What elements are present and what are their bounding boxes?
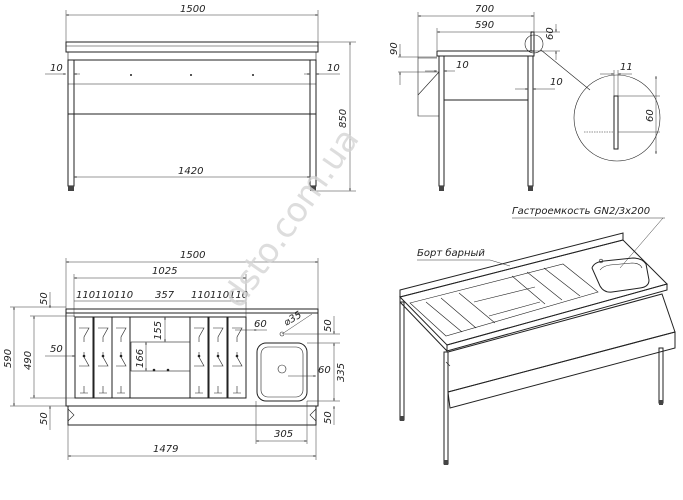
dim-side-rim: 60 bbox=[545, 27, 556, 40]
label-gastronorm: Гастроемкость GN2/3x200 bbox=[512, 206, 650, 217]
dim-top-width: 1500 bbox=[180, 250, 205, 261]
dim-sink-offset: 60 bbox=[254, 319, 267, 330]
detail-marker-circle bbox=[524, 34, 544, 54]
dim-detail-height: 60 bbox=[645, 109, 656, 122]
dim-top-depth: 590 bbox=[3, 349, 14, 368]
dim-slot-2: 110 bbox=[95, 290, 114, 301]
dim-detail-thickness: 11 bbox=[620, 62, 633, 73]
dim-side-lip: 90 bbox=[389, 42, 400, 55]
isometric-view: Гастроемкость GN2/3x200 Борт барный bbox=[399, 206, 676, 465]
dim-front-offset-left: 10 bbox=[50, 63, 63, 74]
dim-sink-width: 305 bbox=[274, 429, 293, 440]
drain-icon bbox=[277, 364, 287, 374]
dim-bottom-width: 1479 bbox=[153, 444, 178, 455]
detail-view: 11 60 bbox=[573, 62, 661, 162]
dim-sink-top-margin: 50 bbox=[323, 319, 334, 332]
dim-side-offset-right: 10 bbox=[550, 77, 563, 88]
top-view: 1500 1025 110 110 110 357 110 110 110 59… bbox=[3, 250, 347, 460]
label-bar-rail: Борт барный bbox=[417, 247, 485, 259]
dim-slot-7: 110 bbox=[229, 290, 248, 301]
tap-hole bbox=[279, 331, 285, 337]
dim-front-width: 1500 bbox=[180, 4, 205, 15]
dim-box-a: 155 bbox=[153, 321, 164, 340]
iso-sink bbox=[591, 257, 650, 293]
dim-compartment-width: 1025 bbox=[152, 266, 177, 277]
sink bbox=[256, 342, 308, 402]
watermark: dsto.com.ua bbox=[215, 121, 368, 316]
dim-inner-depth: 490 bbox=[23, 351, 34, 370]
dim-margin-left: 50 bbox=[50, 344, 63, 355]
dim-slot-3: 110 bbox=[114, 290, 133, 301]
dim-margin-bottom: 50 bbox=[39, 412, 50, 425]
dim-side-top-depth: 590 bbox=[475, 20, 494, 31]
side-view: 700 590 90 10 10 60 bbox=[389, 4, 591, 191]
dim-margin-top: 50 bbox=[39, 292, 50, 305]
dim-side-depth: 700 bbox=[475, 4, 494, 15]
dim-sink-depth: 335 bbox=[336, 363, 347, 382]
dim-side-offset-left: 10 bbox=[456, 60, 469, 71]
glass-slots bbox=[74, 316, 247, 399]
dim-front-inner: 1420 bbox=[178, 166, 203, 177]
dim-sink-bottom-margin: 50 bbox=[323, 411, 334, 424]
dim-front-offset-right: 10 bbox=[327, 63, 340, 74]
dim-drain-offset: 60 bbox=[318, 365, 331, 376]
dim-height: 850 bbox=[338, 109, 349, 128]
dim-box-b: 166 bbox=[135, 349, 146, 368]
front-view: 1500 1420 10 10 850 bbox=[45, 4, 356, 192]
dim-slot-1: 110 bbox=[76, 290, 95, 301]
dim-slot-5: 110 bbox=[191, 290, 210, 301]
dim-slot-middle: 357 bbox=[155, 290, 175, 301]
dim-slot-6: 110 bbox=[210, 290, 229, 301]
